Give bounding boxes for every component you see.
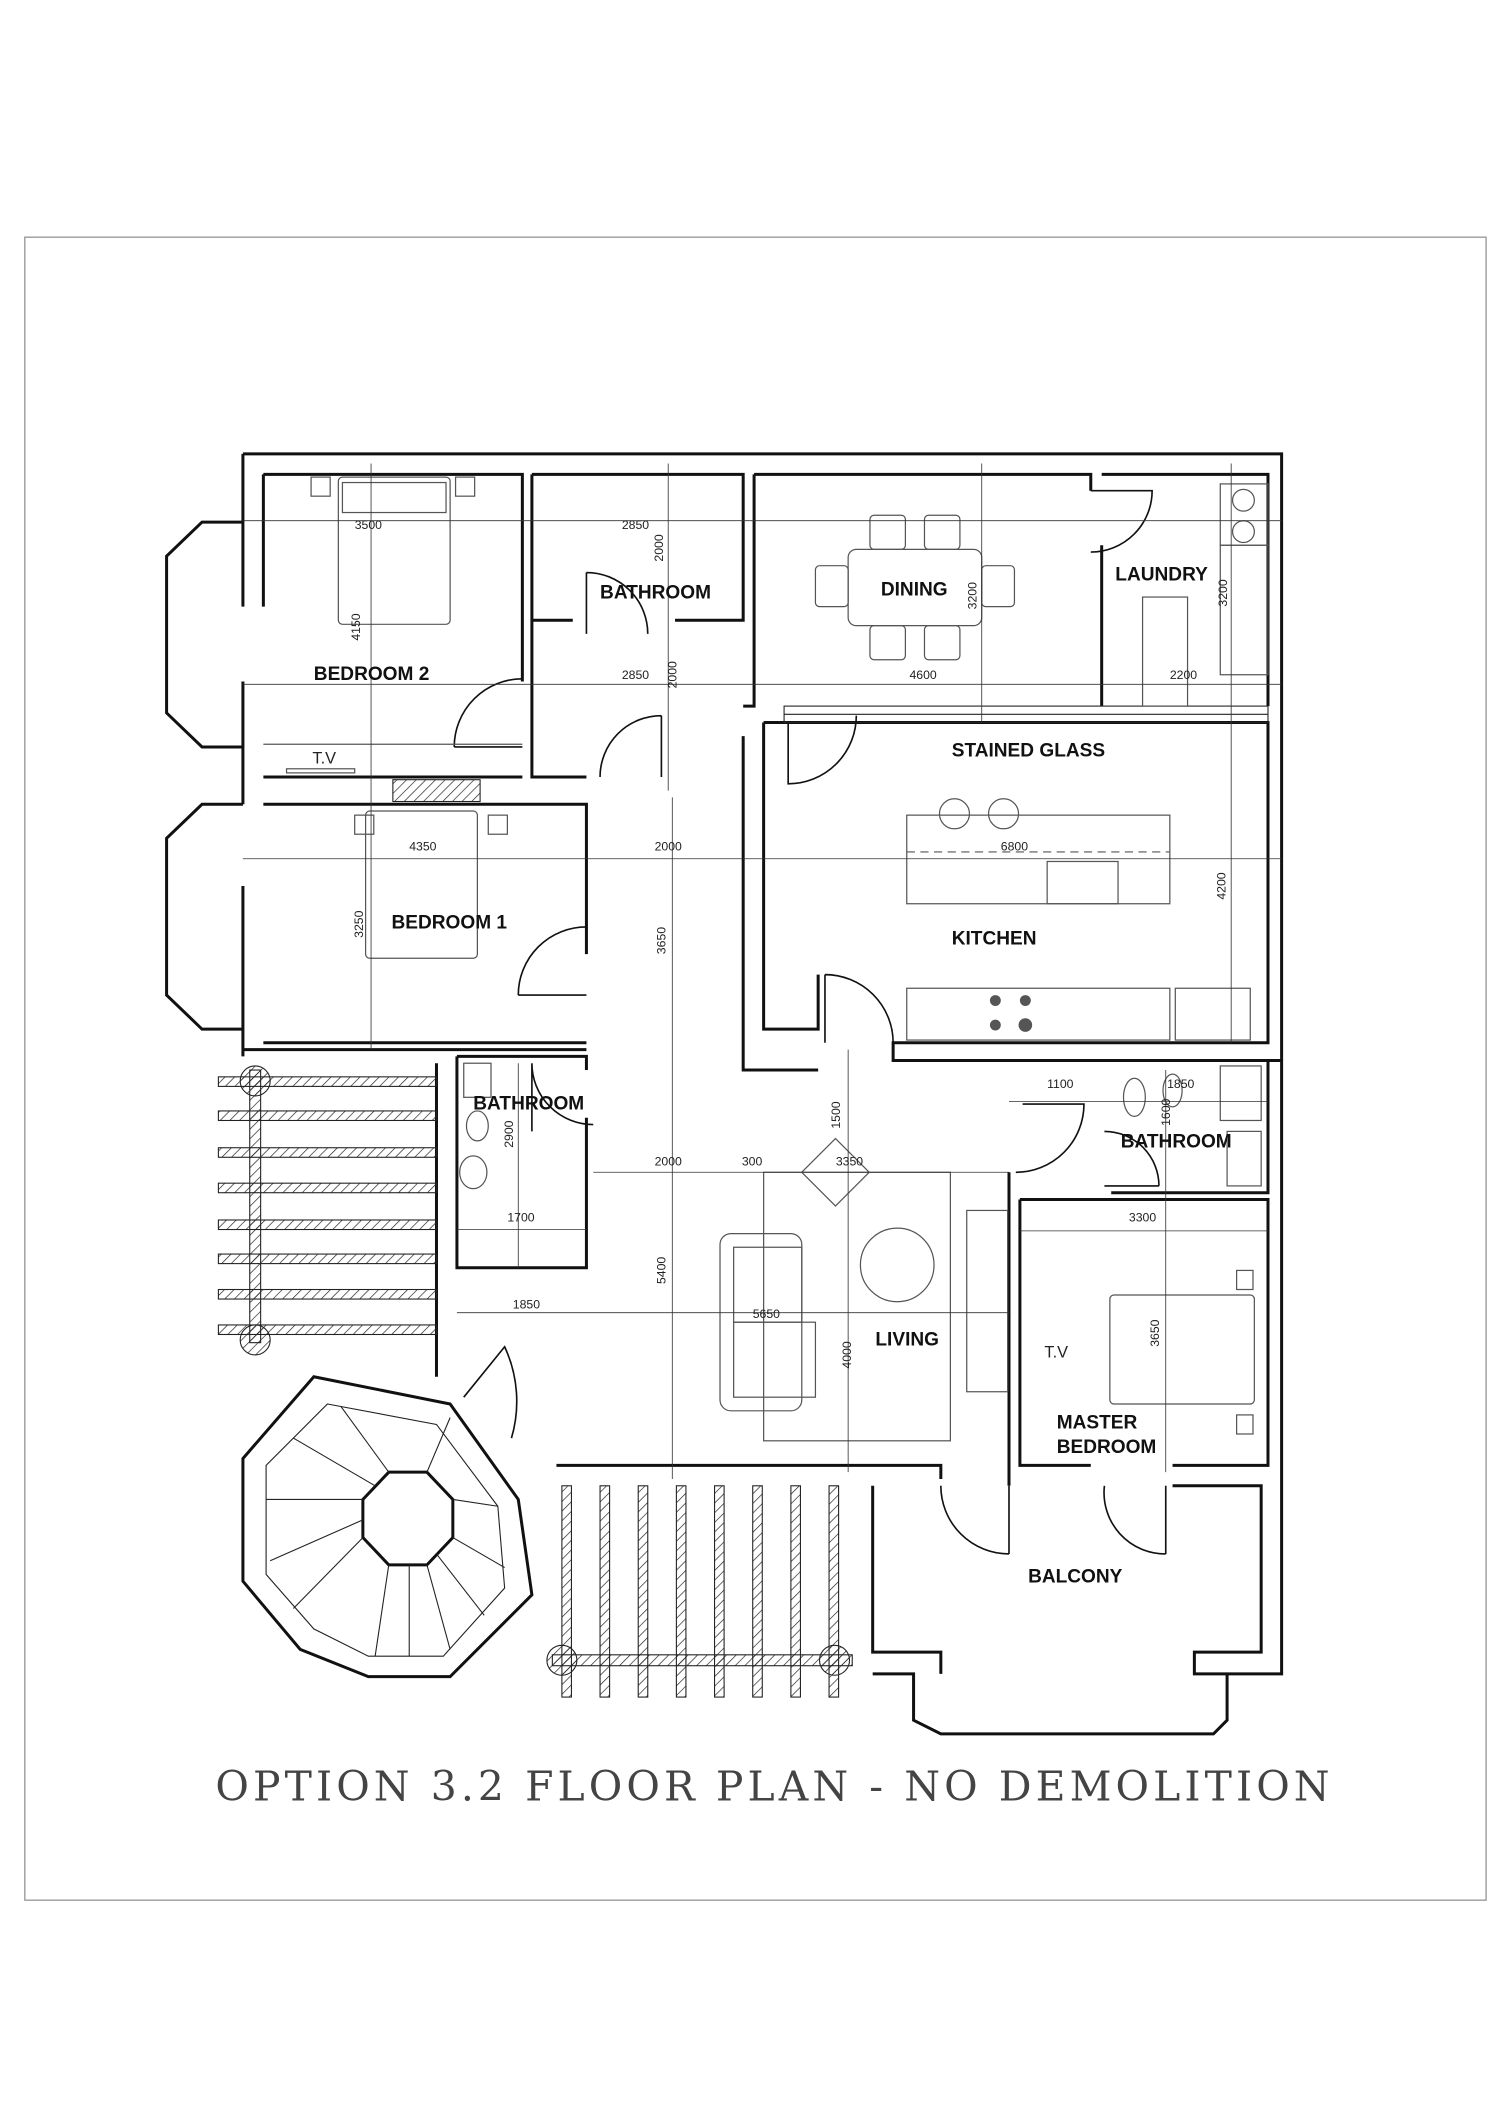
dim-label: 4000 [840,1341,854,1368]
dim-label: 3350 [836,1154,863,1168]
dimension-labels: 3500 4150 2850 2000 2850 2000 4350 3250 … [349,518,1230,1369]
dim-label: 2850 [622,668,649,682]
room-label-bathroom-top: BATHROOM [600,582,711,603]
sheet-border [24,236,1487,1901]
pergola-left [217,1065,438,1356]
dim-label: 3200 [1216,579,1230,606]
dim-label: 2000 [665,661,679,688]
dim-label: 6800 [1001,840,1028,854]
kitchen-island [906,814,1171,905]
dim-label: 2000 [655,1154,682,1168]
dim-label: 4200 [1215,872,1229,899]
dimension-lines [242,463,1282,1479]
dim-label: 3250 [352,910,366,937]
room-label-master-1: MASTER [1057,1413,1138,1434]
room-label-kitchen: KITCHEN [952,929,1037,950]
dim-label: 1100 [1047,1077,1074,1091]
dim-label: 3500 [355,518,382,532]
tv-label-master: T.V [1044,1344,1068,1362]
dim-label: 4350 [409,840,436,854]
dim-label: 5400 [654,1257,668,1284]
room-label-bathroom-right: BATHROOM [1121,1132,1232,1153]
dim-label: 2900 [502,1120,516,1147]
dim-label: 2850 [622,518,649,532]
dim-label: 1600 [1159,1098,1173,1125]
dim-label: 1850 [513,1298,540,1312]
doors [453,489,1167,1555]
outer-walls [241,452,1284,1736]
dim-label: 3650 [654,927,668,954]
dim-label: 5650 [753,1307,780,1321]
bay-windows [165,520,243,1031]
bed-bedroom1 [364,810,478,959]
dim-label: 1700 [507,1210,534,1224]
dim-label: 3300 [1129,1210,1156,1224]
tv-label-bedroom2: T.V [312,749,336,767]
room-labels: BEDROOM 2 BEDROOM 1 BATHROOM DINING LAUN… [312,565,1231,1588]
room-label-dining: DINING [881,580,948,601]
dim-label: 300 [742,1154,763,1168]
room-label-bedroom-2: BEDROOM 2 [314,664,430,685]
furniture [263,476,1269,1442]
spiral-staircase [241,1375,534,1679]
dim-label: 2200 [1170,668,1197,682]
dim-label: 4600 [909,668,936,682]
dim-label: 2000 [652,534,666,561]
room-label-bedroom-1: BEDROOM 1 [392,912,508,933]
drawing-title: OPTION 3.2 FLOOR PLAN - NO DEMOLITION [215,1763,1333,1811]
pergola-bottom [546,1485,853,1698]
dim-label: 4150 [349,613,363,640]
dim-label: 1500 [829,1101,843,1128]
room-label-stained-glass: STAINED GLASS [952,741,1105,762]
dim-label: 2000 [655,840,682,854]
bed-bedroom2 [337,476,451,625]
dim-label: 1850 [1167,1077,1194,1091]
dim-label: 3200 [965,582,979,609]
room-label-living: LIVING [875,1329,939,1350]
room-label-bathroom-left: BATHROOM [473,1094,584,1115]
stained-glass-window [783,705,1269,723]
room-label-laundry: LAUNDRY [1115,565,1208,586]
dim-label: 3650 [1148,1319,1162,1346]
room-label-master-2: BEDROOM [1057,1437,1157,1458]
room-label-balcony: BALCONY [1028,1567,1123,1588]
rug-living [763,1171,951,1442]
